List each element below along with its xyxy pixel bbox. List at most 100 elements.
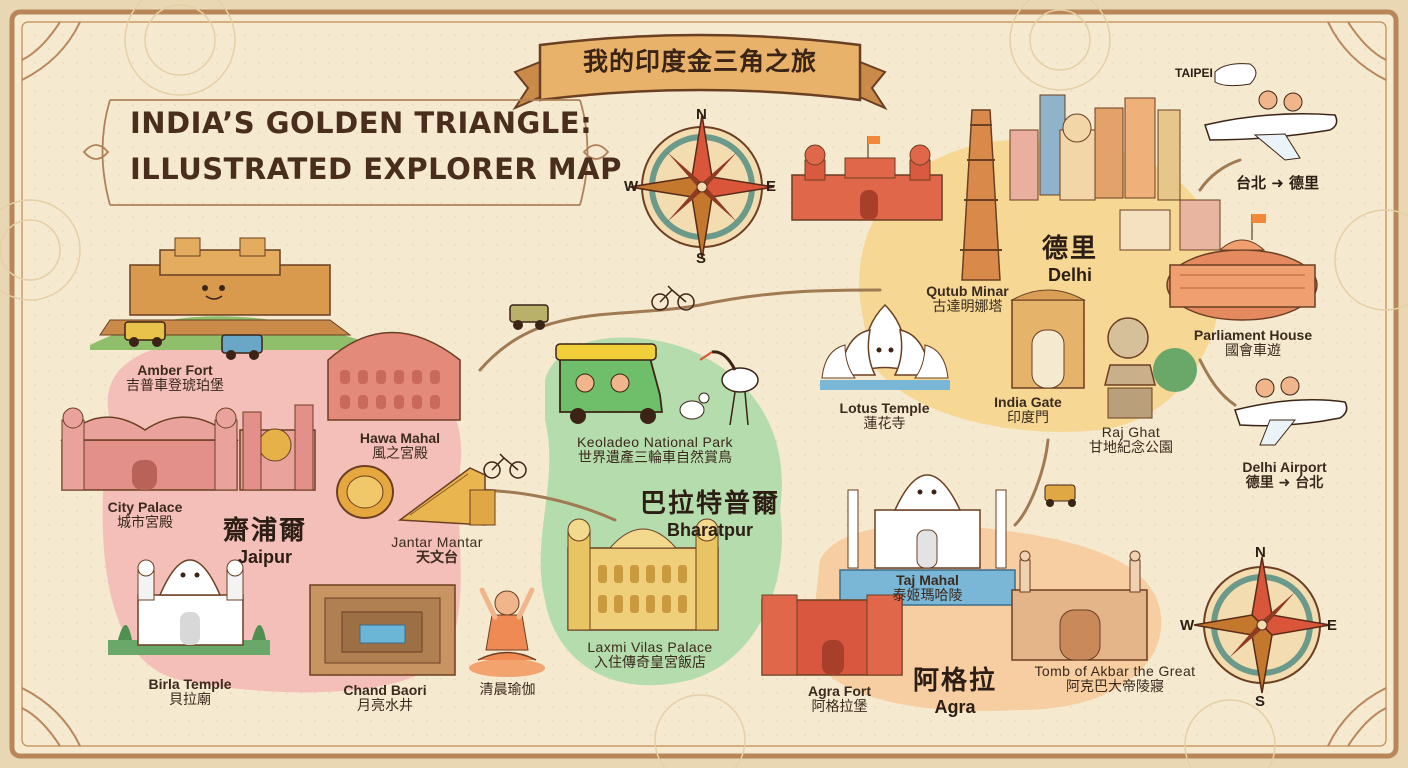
label-parliament: Parliament House 國會車遊	[1178, 327, 1328, 359]
label-laxmi-vilas: Laxmi Vilas Palace 入住傳奇皇宮飯店	[560, 639, 740, 671]
plane-outbound-illustration	[1204, 63, 1338, 161]
compass-top-south: S	[696, 250, 707, 267]
bird-illustration	[679, 350, 759, 426]
india-gate-en: India Gate	[994, 394, 1062, 410]
india-gate-zh: 印度門	[1007, 410, 1049, 427]
yoga-zh: 清晨瑜伽	[479, 682, 536, 698]
delhi-airport-en: Delhi Airport	[1242, 459, 1327, 475]
jeep-illustration-1	[124, 321, 166, 347]
bicycle-illustration-2	[483, 453, 527, 479]
parliament-house-illustration	[1166, 214, 1318, 321]
main-title-line1: INDIA’S GOLDEN TRIANGLE:	[130, 106, 593, 140]
keoladeo-zh: 世界遺產三輪車自然賞鳥	[578, 450, 732, 467]
birla-temple-en: Birla Temple	[148, 676, 232, 692]
plane-return-illustration	[1234, 376, 1348, 446]
lotus-temple-illustration	[820, 303, 950, 390]
label-city-palace: City Palace 城市宮殿	[80, 499, 210, 531]
lotus-temple-zh: 蓮花寺	[863, 416, 906, 433]
city-bharatpur-en: Bharatpur	[666, 520, 753, 540]
city-agra-en: Agra	[934, 697, 976, 717]
label-delhi-airport: Delhi Airport 德里 ➜ 台北	[1222, 459, 1347, 491]
keoladeo-en: Keoladeo National Park	[577, 434, 733, 450]
lotus-temple-en: Lotus Temple	[839, 400, 930, 416]
delhi-airport-zh: 德里 ➜ 台北	[1245, 475, 1324, 492]
compass-bottom-east: E	[1327, 617, 1338, 634]
label-india-gate: India Gate 印度門	[978, 394, 1078, 426]
city-palace-zh: 城市宮殿	[117, 515, 173, 532]
city-jaipur-zh: 齋浦爾	[222, 516, 307, 546]
chand-baori-en: Chand Baori	[343, 682, 427, 698]
raj-ghat-zh: 甘地紀念公園	[1089, 440, 1173, 457]
laxmi-vilas-zh: 入住傳奇皇宮飯店	[594, 655, 706, 672]
taj-mahal-illustration	[839, 474, 1016, 606]
red-fort-illustration	[791, 136, 943, 221]
laxmi-vilas-en: Laxmi Vilas Palace	[587, 639, 713, 655]
city-delhi-zh: 德里	[1041, 234, 1098, 264]
banner-title: 我的印度金三角之旅	[582, 47, 817, 76]
label-chand-baori: Chand Baori 月亮水井	[320, 682, 450, 714]
agra-fort-en: Agra Fort	[808, 683, 871, 699]
taj-mahal-zh: 泰姬瑪哈陵	[892, 588, 963, 605]
label-birla-temple: Birla Temple 貝拉廟	[120, 676, 260, 708]
compass-rose-bottom	[1193, 556, 1331, 694]
hawa-mahal-en: Hawa Mahal	[359, 430, 441, 446]
compass-rose-top	[629, 114, 775, 260]
label-raj-ghat: Raj Ghat 甘地紀念公園	[1076, 424, 1186, 456]
raj-ghat-en: Raj Ghat	[1101, 424, 1161, 440]
city-delhi: 德里 Delhi	[1020, 228, 1120, 286]
akbar-tomb-zh: 阿克巴大帝陵寢	[1066, 679, 1164, 696]
yoga-figure-illustration	[469, 587, 545, 677]
compass-bottom-north: N	[1255, 544, 1266, 561]
label-lotus-temple: Lotus Temple 蓮花寺	[822, 400, 947, 432]
chand-baori-zh: 月亮水井	[357, 698, 413, 715]
qutub-minar-illustration	[960, 109, 1002, 281]
compass-bottom-west: W	[1180, 617, 1195, 634]
main-title: INDIA’S GOLDEN TRIANGLE: ILLUSTRATED EXP…	[98, 94, 621, 204]
parliament-zh: 國會車遊	[1225, 343, 1281, 360]
label-akbar-tomb: Tomb of Akbar the Great 阿克巴大帝陵寢	[1005, 663, 1225, 695]
amber-fort-zh: 吉普車登琥珀堡	[126, 378, 224, 395]
city-jaipur-en: Jaipur	[237, 547, 293, 567]
label-yoga: 清晨瑜伽	[460, 682, 555, 698]
compass-top-east: E	[766, 178, 777, 195]
compass-bottom-south: S	[1255, 693, 1266, 710]
title-frame	[82, 99, 610, 206]
taj-mahal-en: Taj Mahal	[896, 572, 959, 588]
gandhi-bust-illustration	[1104, 317, 1197, 419]
hawa-mahal-zh: 風之宮殿	[372, 446, 428, 463]
akbar-tomb-illustration	[1011, 550, 1148, 661]
agra-fort-zh: 阿格拉堡	[811, 699, 868, 716]
birla-temple-illustration	[108, 559, 270, 655]
city-delhi-en: Delhi	[1047, 265, 1092, 285]
city-bharatpur-zh: 巴拉特普爾	[639, 489, 780, 519]
auto-rickshaw-illustration	[555, 343, 664, 424]
jeep-illustration-2	[221, 334, 263, 360]
label-amber-fort: Amber Fort 吉普車登琥珀堡	[100, 362, 250, 394]
jantar-mantar-zh: 天文台	[416, 550, 458, 567]
city-palace-illustration	[60, 407, 240, 491]
qutub-minar-en: Qutub Minar	[926, 283, 1009, 299]
agra-fort-illustration	[761, 594, 903, 676]
temple-towers-illustration	[239, 404, 316, 491]
birla-temple-zh: 貝拉廟	[169, 692, 211, 709]
laxmi-vilas-palace-illustration	[567, 518, 719, 631]
jantar-mantar-en: Jantar Mantar	[391, 534, 483, 550]
city-agra-zh: 阿格拉	[912, 666, 997, 696]
city-bharatpur: 巴拉特普爾 Bharatpur	[610, 483, 810, 541]
road-jeep-illustration	[509, 304, 549, 330]
corner-ornaments	[21, 21, 1387, 747]
route-outbound: 台北 ➜ 德里	[1236, 174, 1320, 192]
india-gate-illustration	[1010, 289, 1086, 389]
compass-top-west: W	[624, 178, 639, 195]
delhi-skyline-illustration	[1009, 94, 1221, 251]
label-agra-fort: Agra Fort 阿格拉堡	[782, 683, 897, 715]
amber-fort-en: Amber Fort	[137, 362, 213, 378]
label-qutub-minar: Qutub Minar 古達明娜塔	[910, 283, 1025, 315]
chand-baori-illustration	[309, 584, 456, 676]
city-palace-en: City Palace	[107, 499, 183, 515]
label-jantar-mantar: Jantar Mantar 天文台	[362, 534, 512, 566]
title-banner	[512, 33, 888, 111]
